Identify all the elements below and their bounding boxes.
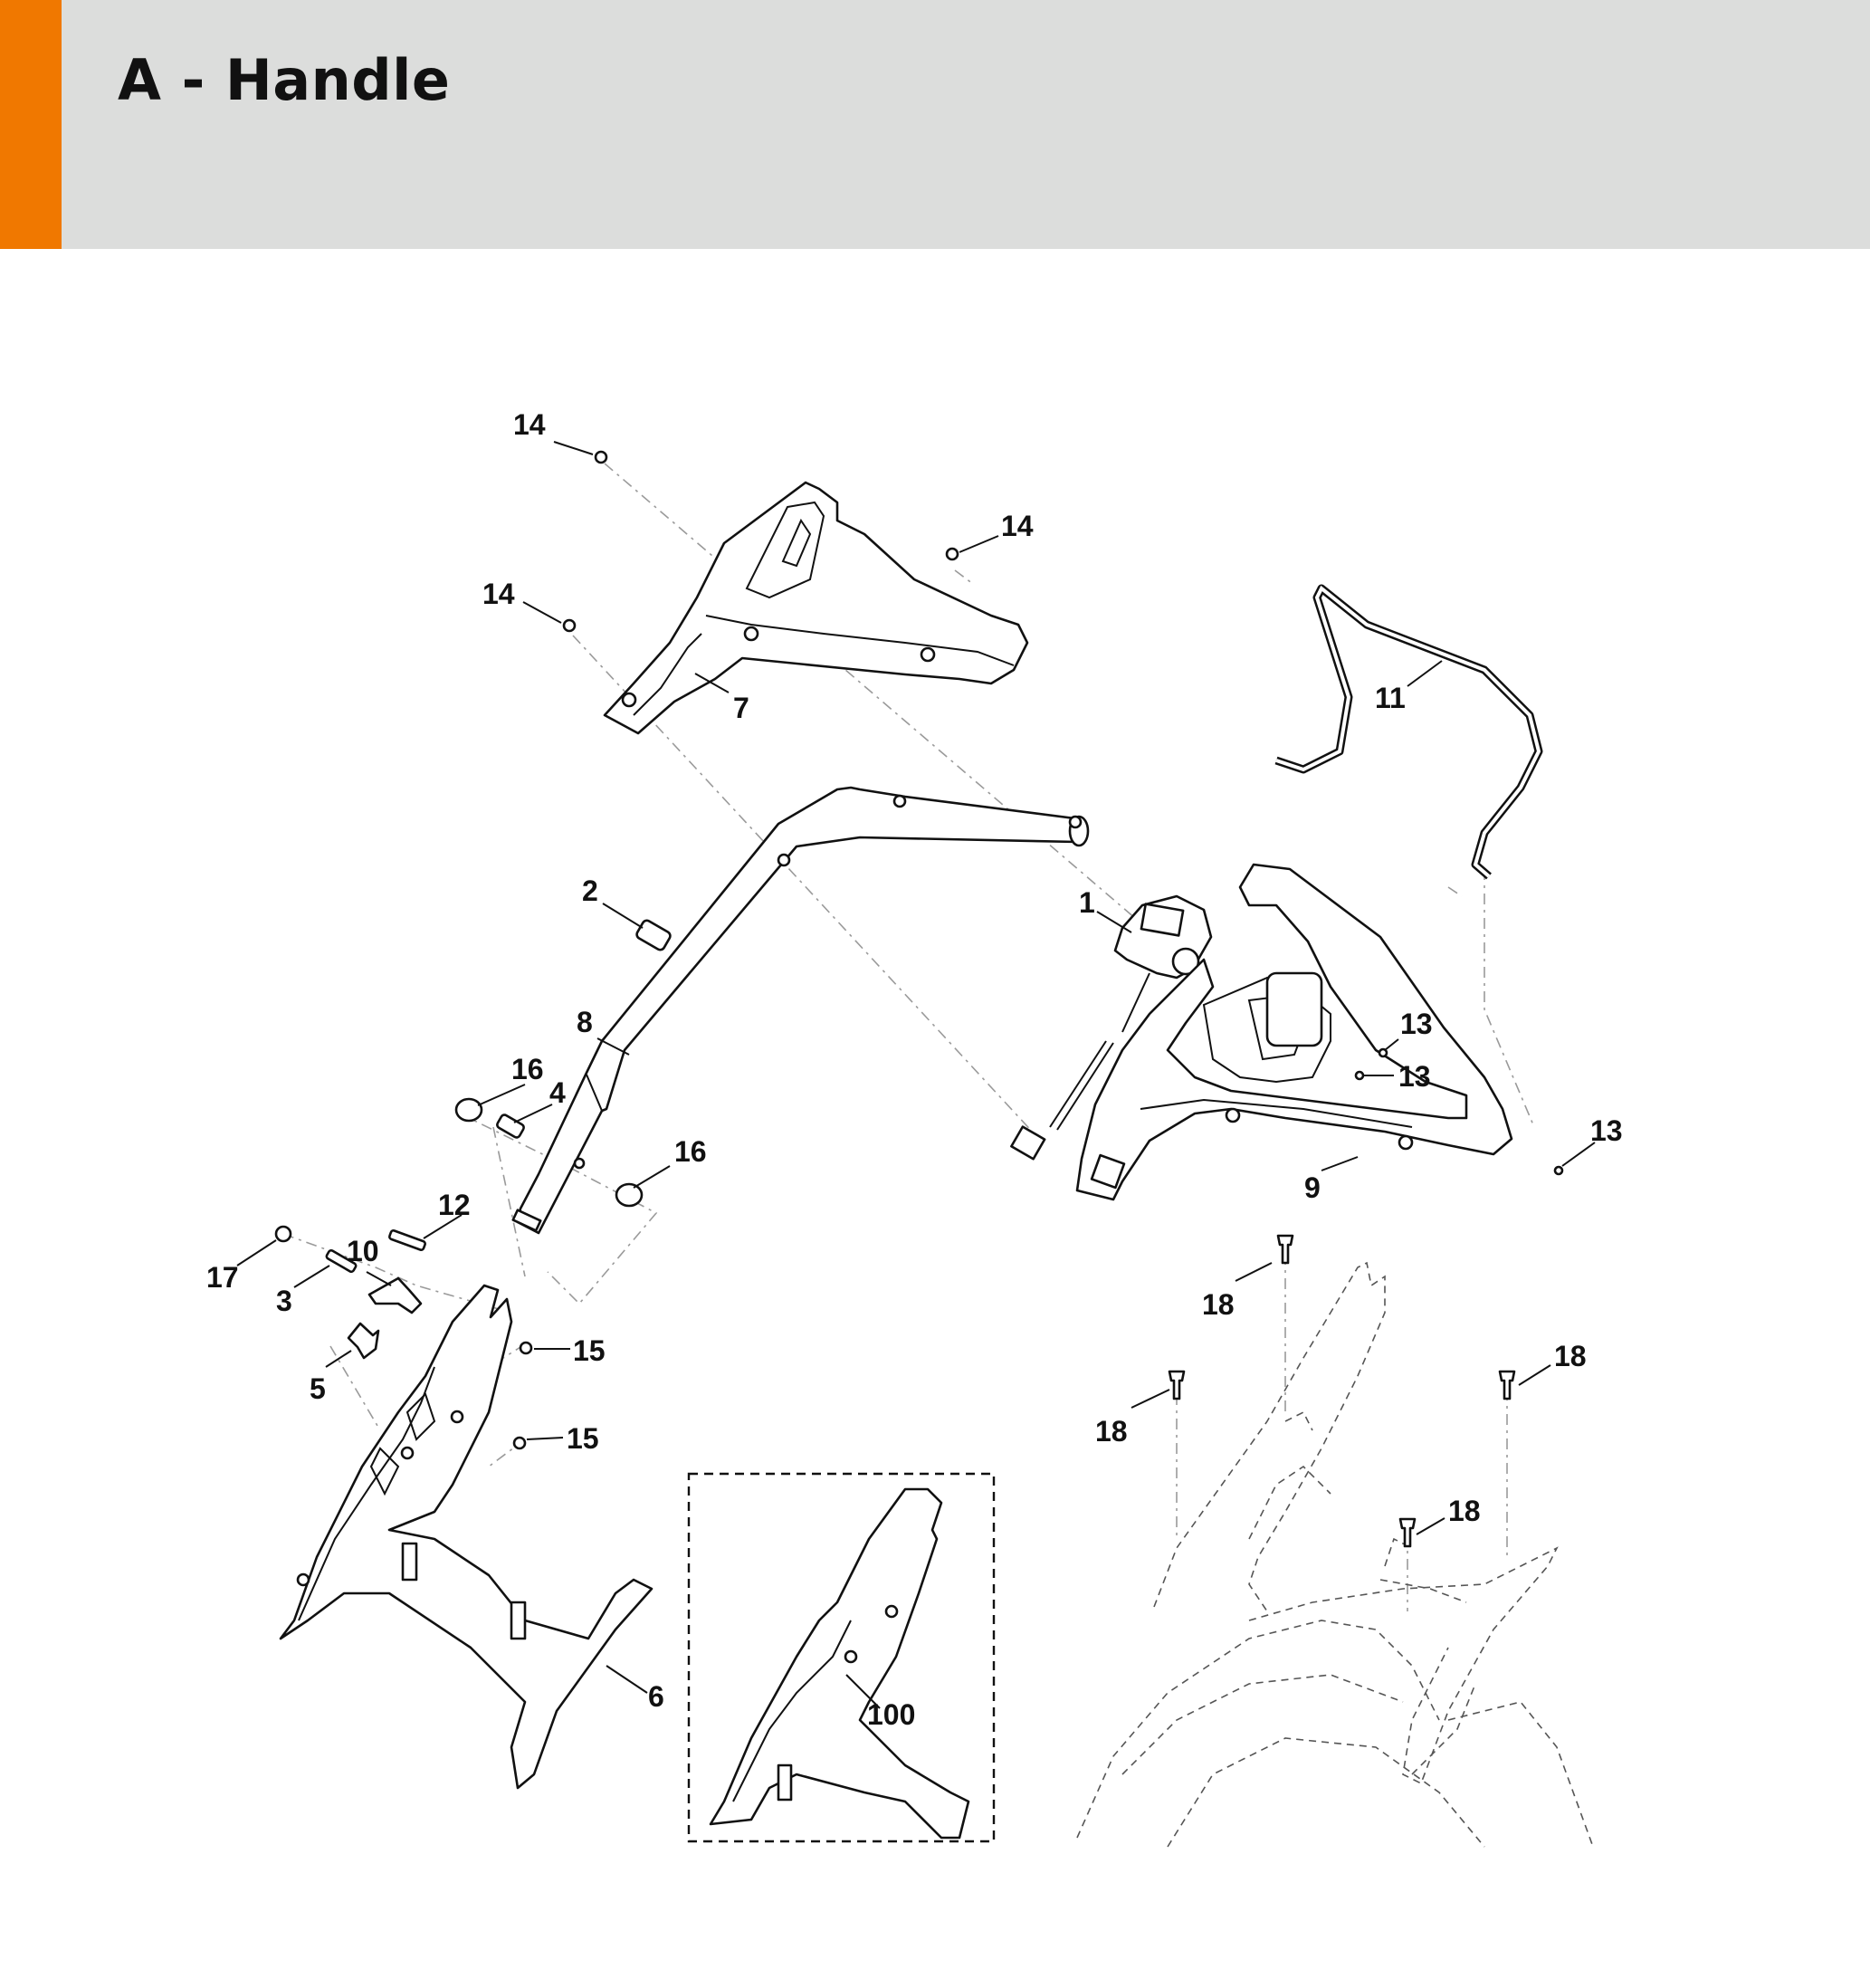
- label-8: 8: [577, 1006, 593, 1038]
- label-18-right: 18: [1554, 1340, 1587, 1372]
- label-7: 7: [733, 692, 749, 724]
- callout-labels: 14 14 14 7 11 2 1 8 16 4 16 13 13 13 9 1…: [206, 408, 1623, 1731]
- upper-handle-cover: [603, 481, 1029, 735]
- bolt-12: [388, 1229, 426, 1251]
- lower-handle-frame: [1075, 863, 1513, 1201]
- label-14-right: 14: [1001, 510, 1034, 542]
- bail-bar: [1274, 584, 1543, 880]
- label-18-bottom: 18: [1448, 1495, 1481, 1527]
- label-16-right: 16: [674, 1135, 707, 1168]
- label-15-lower: 15: [567, 1422, 599, 1455]
- pin-3: [325, 1248, 358, 1274]
- inset-detail-100: [687, 1472, 996, 1843]
- label-12: 12: [438, 1189, 471, 1221]
- upper-handle-bar: [511, 786, 1090, 1235]
- bail-bar-inner: [1275, 585, 1541, 878]
- label-14-left: 14: [482, 578, 515, 610]
- washer-right: [615, 1182, 644, 1208]
- lever-10: [367, 1276, 423, 1314]
- label-9: 9: [1304, 1171, 1321, 1204]
- label-1: 1: [1079, 886, 1095, 919]
- page-title: A - Handle: [118, 47, 451, 113]
- header-bar: [0, 0, 1870, 249]
- label-2: 2: [582, 875, 598, 907]
- spacer: [496, 1113, 525, 1139]
- label-17: 17: [206, 1261, 239, 1294]
- header-accent-stripe: [0, 0, 62, 249]
- label-18-left: 18: [1095, 1415, 1128, 1448]
- label-10: 10: [347, 1235, 379, 1267]
- label-3: 3: [276, 1285, 292, 1317]
- label-4: 4: [549, 1076, 566, 1109]
- lower-handle: [279, 1284, 654, 1790]
- label-100: 100: [867, 1698, 915, 1731]
- label-13-middle: 13: [1398, 1060, 1431, 1093]
- washer-left: [454, 1097, 483, 1123]
- label-14-top: 14: [513, 408, 546, 441]
- leader-lines: [236, 441, 1596, 1709]
- screws-18: [1168, 1234, 1516, 1548]
- label-15-upper: 15: [573, 1334, 606, 1367]
- small-parts: [274, 450, 1564, 1450]
- wing-nut-5: [347, 1322, 380, 1360]
- label-13-upper: 13: [1400, 1008, 1433, 1040]
- label-13-right: 13: [1590, 1114, 1623, 1147]
- label-16-left: 16: [511, 1053, 544, 1085]
- label-11: 11: [1375, 682, 1406, 714]
- cap-17: [274, 1225, 292, 1243]
- plug: [635, 919, 672, 951]
- label-6: 6: [648, 1680, 664, 1713]
- ghosted-mower-assembly: [1076, 1261, 1594, 1848]
- label-18-top: 18: [1202, 1288, 1235, 1321]
- switch-box: [1010, 894, 1213, 1161]
- label-5: 5: [310, 1372, 326, 1405]
